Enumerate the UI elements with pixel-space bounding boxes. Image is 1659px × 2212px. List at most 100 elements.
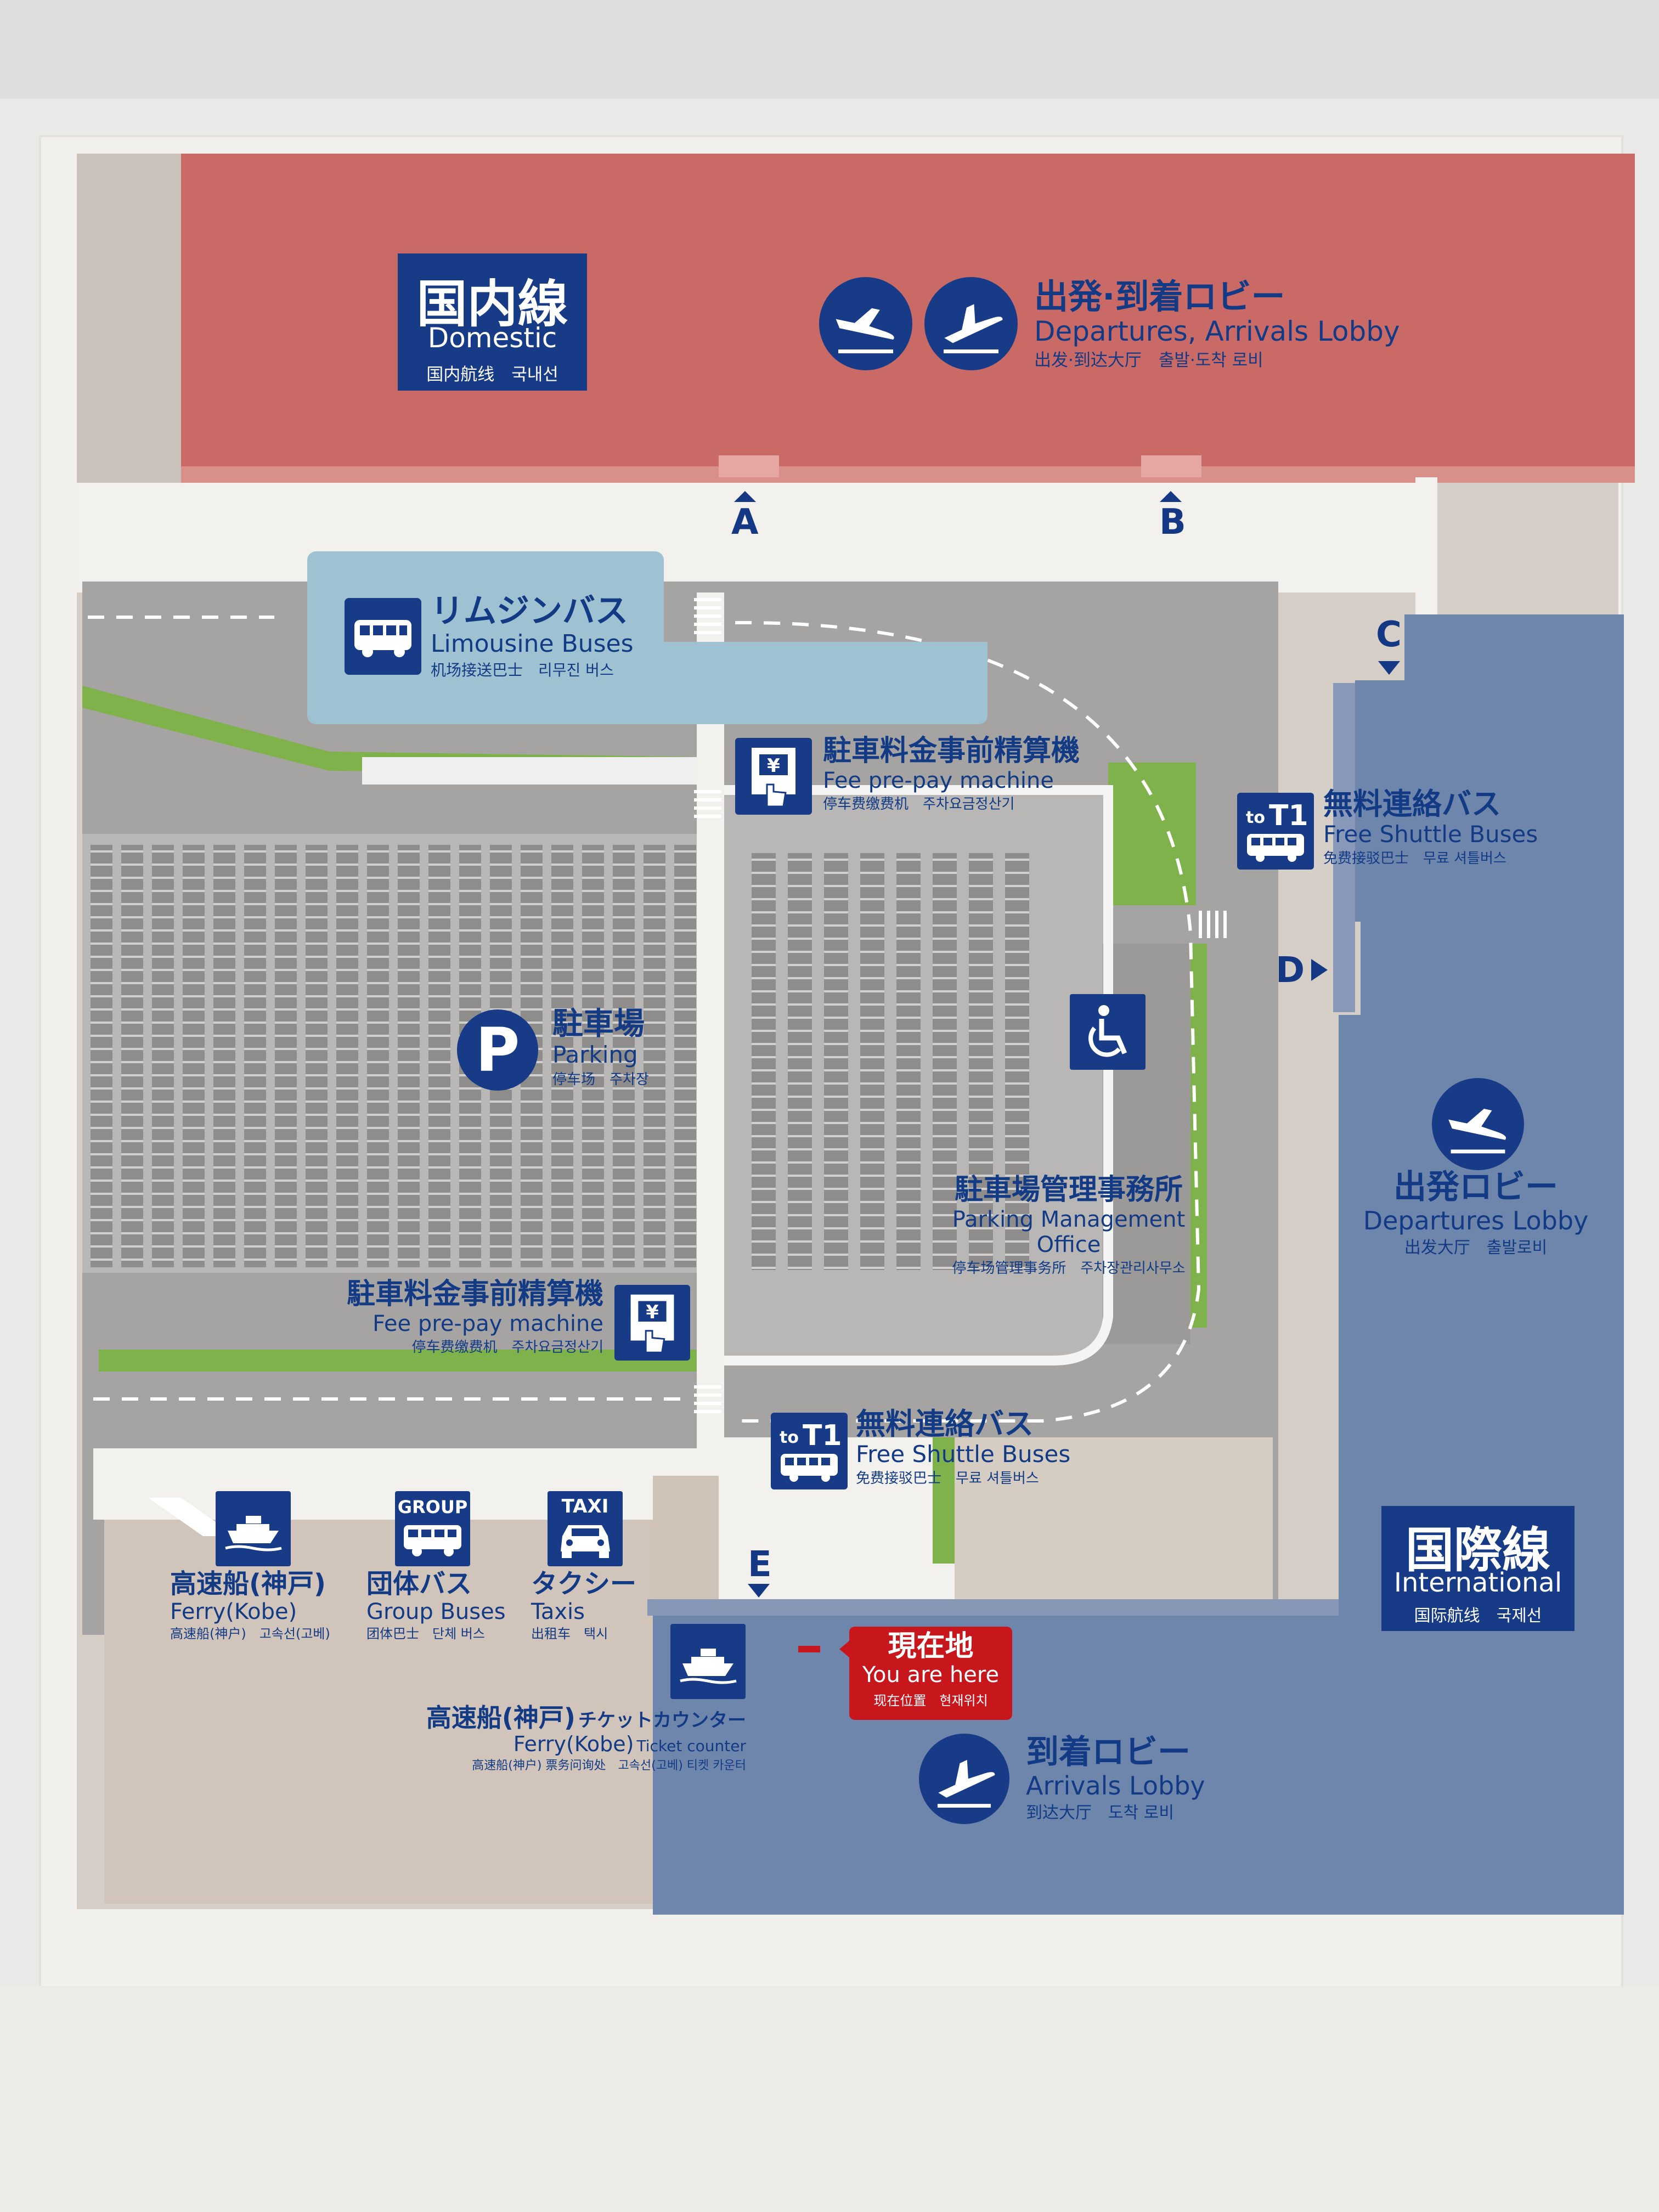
parking-stall-line (336, 916, 358, 918)
parking-stall-line (551, 1166, 573, 1169)
parking-stall-line (459, 916, 481, 918)
parking-stall-line (213, 929, 235, 932)
parking-stall-column (1005, 853, 1029, 1270)
parking-stall-line (824, 1109, 848, 1111)
parking-stall-line (490, 943, 512, 945)
parking-stall-line (860, 1201, 884, 1203)
parking-stall-line (121, 1127, 143, 1129)
parking-stall-line (860, 1096, 884, 1098)
parking-stall-line (91, 969, 112, 971)
parking-stall-line (1005, 1254, 1029, 1256)
parking-stall-line (752, 1056, 776, 1058)
parking-stall-line (121, 929, 143, 932)
parking-stall-line (860, 1003, 884, 1006)
parking-stall-line (398, 1022, 420, 1024)
parking-stall-line (933, 1003, 957, 1006)
parking-stall-line (1005, 938, 1029, 940)
parking-stall-line (367, 1206, 389, 1208)
parking-stall-line (644, 850, 665, 853)
parking-stall-line (674, 1206, 696, 1208)
parking-stall-line (788, 1240, 812, 1243)
parking-stall-line (644, 1101, 665, 1103)
parking-stall-line (336, 1101, 358, 1103)
parking-stall-line (367, 1101, 389, 1103)
parking-stall-line (896, 1109, 921, 1111)
parking-stall-line (521, 1232, 543, 1234)
parking-stall-line (788, 1122, 812, 1124)
domestic-sub: 国内航线 국내선 (426, 365, 558, 385)
parking-stall-line (613, 1048, 635, 1050)
parking-stall-line (121, 1153, 143, 1155)
parking-stall-line (521, 850, 543, 853)
gate-b-arrow (1160, 491, 1182, 502)
parking-stall-line (644, 1245, 665, 1248)
parking-stall-line (459, 864, 481, 866)
parking-stall-line (121, 1180, 143, 1182)
parking-stall-line (459, 956, 481, 958)
parking-stall-line (933, 872, 957, 874)
parking-stall-column (244, 845, 266, 1267)
parking-stall-line (459, 995, 481, 997)
parking-stall-line (244, 1140, 266, 1142)
parking-stall-line (1005, 1122, 1029, 1124)
parking-stall-line (121, 1259, 143, 1261)
parking-stall-line (152, 1166, 174, 1169)
parking-stall-line (275, 982, 297, 984)
parking-stall-line (244, 877, 266, 879)
parking-stall-line (398, 850, 420, 853)
parking-stall-line (336, 1074, 358, 1076)
parking-stall-line (582, 1114, 604, 1116)
parking-stall-line (613, 1022, 635, 1024)
parking-stall-line (521, 1127, 543, 1129)
parking-stall-line (91, 1087, 112, 1090)
parking-stall-line (933, 1109, 957, 1111)
parking-stall-line (969, 1135, 993, 1137)
parking-stall-line (582, 1219, 604, 1221)
parking-stall-line (551, 969, 573, 971)
parking-stall-line (674, 1127, 696, 1129)
parking-stall-line (91, 1074, 112, 1076)
parking-stall-line (824, 924, 848, 927)
parking-stall-line (644, 916, 665, 918)
parking-stall-line (1005, 964, 1029, 966)
parking-stall-line (91, 1153, 112, 1155)
parking-stall-column (91, 845, 112, 1267)
parking-stall-line (428, 1219, 450, 1221)
parking-stall-line (613, 1193, 635, 1195)
parking-stall-line (490, 995, 512, 997)
parking-stall-line (367, 1035, 389, 1037)
parking-stall-line (860, 938, 884, 940)
parking-stall-line (674, 969, 696, 971)
parking-stall-line (152, 1008, 174, 1011)
parking-stall-line (306, 903, 328, 905)
parking-stall-line (644, 1008, 665, 1011)
parking-stall-line (933, 1043, 957, 1045)
parking-stall-line (490, 1166, 512, 1169)
gate-a-arrow (734, 491, 756, 502)
parking-stall-line (398, 1048, 420, 1050)
parking-stall-line (752, 964, 776, 966)
parking-stall-line (490, 1140, 512, 1142)
parking-stall-line (336, 850, 358, 853)
parking-stall-line (490, 916, 512, 918)
parking-stall-line (788, 885, 812, 887)
parking-stall-line (275, 929, 297, 932)
parking-stall-line (969, 1043, 993, 1045)
parking-stall-line (367, 1193, 389, 1195)
parking-stall-line (752, 872, 776, 874)
parking-stall-line (551, 1193, 573, 1195)
parking-stall-line (896, 964, 921, 966)
shuttle-bus-icon-bottom: to T1 (771, 1413, 848, 1489)
parking-icon: P (457, 1009, 538, 1091)
parking-stall-line (152, 969, 174, 971)
parking-stall-line (788, 1043, 812, 1045)
parking-stall-column (860, 853, 884, 1270)
parking-stall-line (674, 890, 696, 892)
parking-stall-line (644, 943, 665, 945)
parking-stall-line (275, 1127, 297, 1129)
parking-stall-line (551, 1022, 573, 1024)
parking-stall-line (306, 1101, 328, 1103)
parking-stall-line (613, 956, 635, 958)
parking-stall-line (860, 1043, 884, 1045)
parking-stall-line (336, 1061, 358, 1063)
